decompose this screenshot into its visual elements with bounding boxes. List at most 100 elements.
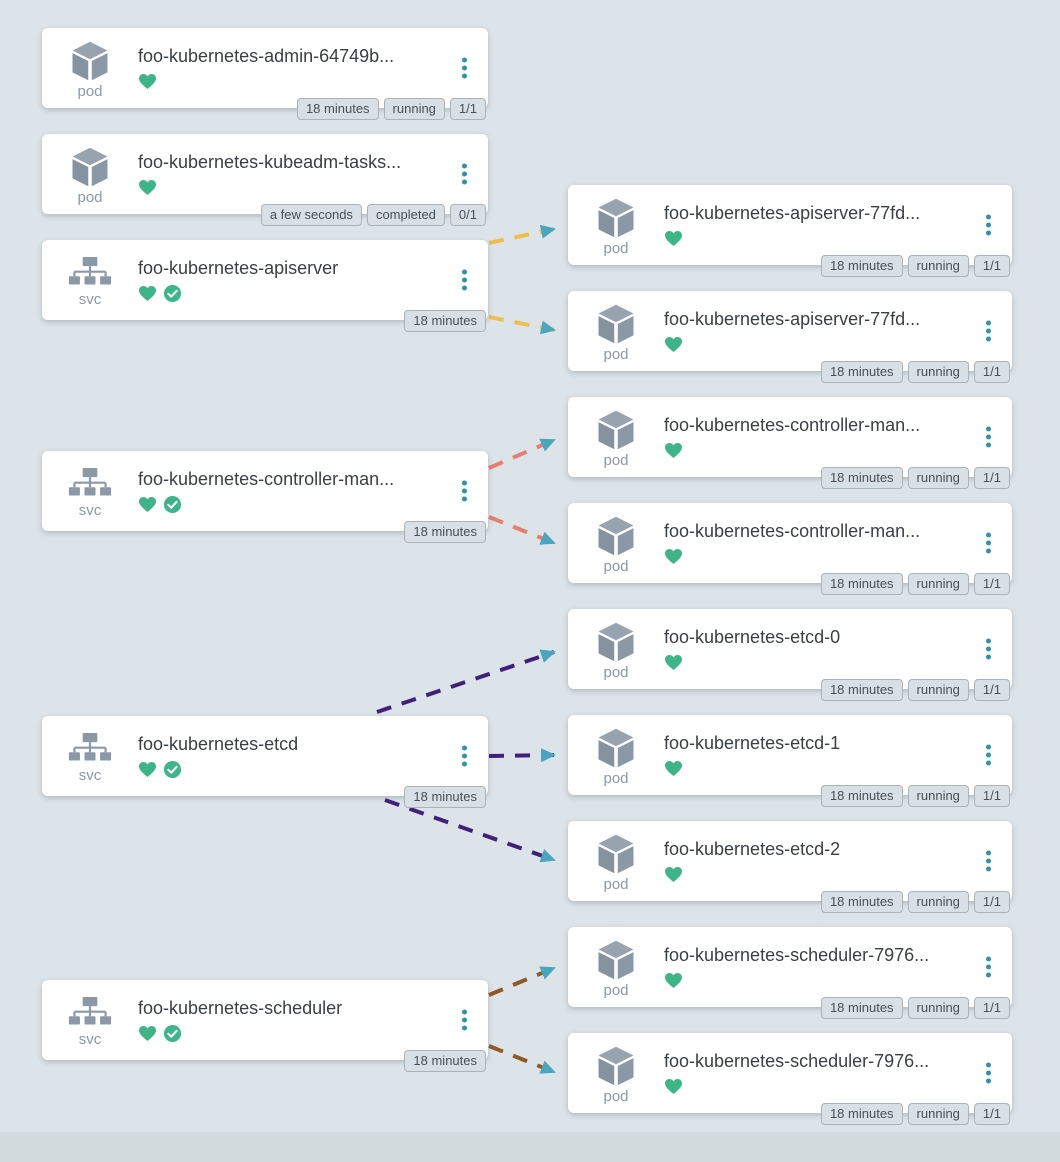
- healthy-heart-icon: [139, 285, 156, 301]
- node-badges: a few seconds completed 0/1: [260, 204, 486, 226]
- node-menu-button[interactable]: [983, 742, 994, 769]
- node-card-svc-etcd[interactable]: svc foo-kubernetes-etcd 18 minutes: [42, 716, 488, 808]
- node-title: foo-kubernetes-etcd-1: [664, 732, 841, 753]
- node-kind-label: pod: [603, 876, 629, 893]
- node-card-pod-apiserver-2[interactable]: pod foo-kubernetes-apiserver-77fd... 18 …: [568, 291, 1012, 383]
- node-kind-label: pod: [603, 982, 629, 999]
- node-menu-button[interactable]: [983, 1060, 994, 1087]
- node-kind-label: svc: [78, 1030, 102, 1048]
- node-title: foo-kubernetes-admin-64749b...: [138, 45, 395, 66]
- ready-badge: 1/1: [973, 573, 1010, 595]
- status-badge: completed: [366, 204, 445, 226]
- healthy-heart-icon: [665, 230, 682, 246]
- node-icon-column: svc: [42, 240, 138, 320]
- edge-controller-1: [488, 438, 556, 470]
- status-badge: running: [907, 891, 969, 913]
- node-title: foo-kubernetes-etcd-2: [664, 838, 841, 859]
- node-kind-label: pod: [603, 346, 629, 363]
- pod-cube-icon: [598, 304, 634, 344]
- node-icon-column: pod: [42, 28, 138, 108]
- node-badges: 18 minutes running 1/1: [820, 679, 1010, 701]
- node-menu-button[interactable]: [459, 267, 470, 294]
- node-menu-button[interactable]: [983, 848, 994, 875]
- pod-cube-icon: [598, 622, 634, 662]
- node-menu-button[interactable]: [459, 161, 470, 188]
- node-badges: 18 minutes: [404, 521, 486, 543]
- status-badge: running: [907, 997, 969, 1019]
- node-card-pod-kubeadm-tasks[interactable]: pod foo-kubernetes-kubeadm-tasks... a fe…: [42, 134, 488, 226]
- node-menu-button[interactable]: [459, 55, 470, 82]
- node-content: foo-kubernetes-scheduler-7976...: [664, 927, 1012, 1007]
- age-badge: 18 minutes: [820, 785, 903, 807]
- edge-scheduler-2: [488, 1044, 556, 1074]
- node-health-row: [664, 971, 960, 990]
- node-card-svc-apiserver[interactable]: svc foo-kubernetes-apiserver 18 minutes: [42, 240, 488, 332]
- node-icon-column: pod: [568, 291, 664, 371]
- node-badges: 18 minutes running 1/1: [820, 573, 1010, 595]
- node-menu-button[interactable]: [983, 954, 994, 981]
- age-badge: 18 minutes: [820, 573, 903, 595]
- node-menu-button[interactable]: [983, 212, 994, 239]
- node-title: foo-kubernetes-controller-man...: [664, 520, 921, 541]
- node-badges: 18 minutes running 1/1: [820, 467, 1010, 489]
- node-content: foo-kubernetes-etcd-2: [664, 821, 1012, 901]
- node-menu-button[interactable]: [983, 424, 994, 451]
- ready-badge: 1/1: [973, 997, 1010, 1019]
- bottom-band: [0, 1132, 1060, 1162]
- node-badges: 18 minutes running 1/1: [820, 997, 1010, 1019]
- node-card-svc-controller-manager[interactable]: svc foo-kubernetes-controller-man... 18 …: [42, 451, 488, 543]
- pod-cube-icon: [72, 147, 108, 187]
- node-card-pod-controller-manager-1[interactable]: pod foo-kubernetes-controller-man... 18 …: [568, 397, 1012, 489]
- node-kind-label: pod: [603, 1088, 629, 1105]
- node-card-pod-admin[interactable]: pod foo-kubernetes-admin-64749b... 18 mi…: [42, 28, 488, 120]
- node-health-row: [664, 547, 960, 566]
- edge-etcd-2: [384, 798, 556, 863]
- node-title: foo-kubernetes-controller-man...: [138, 468, 395, 489]
- node-menu-button[interactable]: [983, 318, 994, 345]
- node-card-pod-apiserver-1[interactable]: pod foo-kubernetes-apiserver-77fd... 18 …: [568, 185, 1012, 277]
- node-title: foo-kubernetes-scheduler-7976...: [664, 944, 930, 965]
- node-icon-column: pod: [568, 185, 664, 265]
- node-kind-label: pod: [603, 452, 629, 469]
- node-health-row: [138, 495, 436, 514]
- status-badge: running: [907, 573, 969, 595]
- node-badges: 18 minutes running 1/1: [296, 98, 486, 120]
- node-menu-button[interactable]: [459, 478, 470, 505]
- node-badges: 18 minutes running 1/1: [820, 361, 1010, 383]
- node-card-svc-scheduler[interactable]: svc foo-kubernetes-scheduler 18 minutes: [42, 980, 488, 1072]
- node-card-pod-scheduler-1[interactable]: pod foo-kubernetes-scheduler-7976... 18 …: [568, 927, 1012, 1019]
- node-health-row: [664, 759, 960, 778]
- ready-badge: 0/1: [449, 204, 486, 226]
- status-badge: running: [907, 679, 969, 701]
- node-kind-label: pod: [77, 83, 103, 100]
- node-kind-label: svc: [78, 766, 102, 784]
- healthy-heart-icon: [139, 496, 156, 512]
- status-badge: running: [907, 1103, 969, 1125]
- ready-badge: 1/1: [973, 785, 1010, 807]
- healthy-heart-icon: [665, 760, 682, 776]
- node-content: foo-kubernetes-scheduler: [138, 980, 488, 1060]
- healthy-heart-icon: [139, 179, 156, 195]
- node-card-pod-etcd-2[interactable]: pod foo-kubernetes-etcd-2 18 minutes run…: [568, 821, 1012, 913]
- node-title: foo-kubernetes-apiserver: [138, 257, 339, 278]
- node-title: foo-kubernetes-kubeadm-tasks...: [138, 151, 402, 172]
- node-content: foo-kubernetes-scheduler-7976...: [664, 1033, 1012, 1113]
- node-icon-column: svc: [42, 980, 138, 1060]
- node-card-pod-etcd-1[interactable]: pod foo-kubernetes-etcd-1 18 minutes run…: [568, 715, 1012, 807]
- node-card-pod-etcd-0[interactable]: pod foo-kubernetes-etcd-0 18 minutes run…: [568, 609, 1012, 701]
- node-menu-button[interactable]: [459, 743, 470, 770]
- healthy-heart-icon: [665, 972, 682, 988]
- node-menu-button[interactable]: [983, 530, 994, 557]
- node-badges: 18 minutes: [404, 310, 486, 332]
- service-sitemap-icon: [68, 467, 112, 495]
- ready-check-icon: [163, 284, 182, 302]
- node-health-row: [664, 441, 960, 460]
- node-kind-label: svc: [78, 501, 102, 519]
- node-card-pod-controller-manager-2[interactable]: pod foo-kubernetes-controller-man... 18 …: [568, 503, 1012, 595]
- node-menu-button[interactable]: [983, 636, 994, 663]
- node-card-pod-scheduler-2[interactable]: pod foo-kubernetes-scheduler-7976... 18 …: [568, 1033, 1012, 1125]
- node-icon-column: pod: [568, 927, 664, 1007]
- node-menu-button[interactable]: [459, 1007, 470, 1034]
- service-sitemap-icon: [68, 996, 112, 1024]
